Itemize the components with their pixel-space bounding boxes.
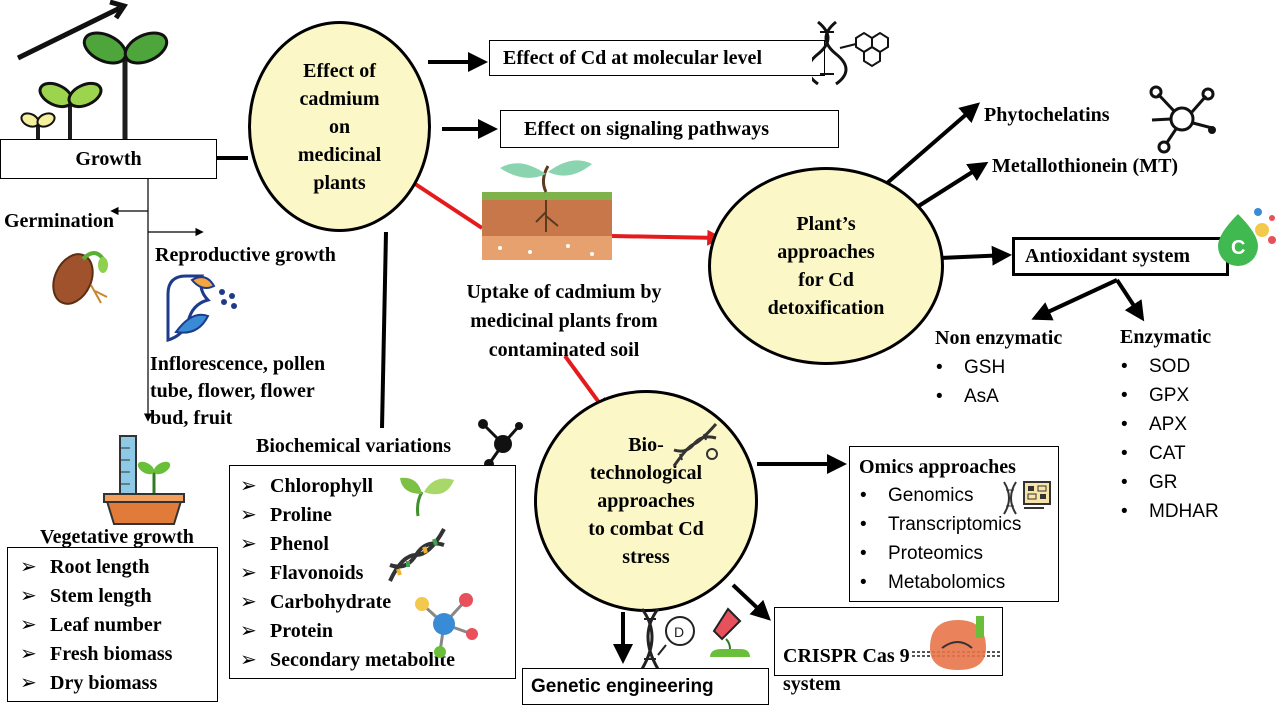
vegetative-item: Leaf number (20, 611, 217, 640)
non-enzymatic-list: GSH AsA (936, 353, 1005, 411)
growing-plants-icon (16, 0, 169, 140)
biochemical-item: Proline (240, 501, 515, 530)
biochemical-item: Chlorophyll (240, 472, 515, 501)
uptake-text: Uptake of cadmium by medicinal plants fr… (466, 281, 662, 361)
enzymatic-item: GR (1121, 468, 1219, 497)
omics-item: Metabolomics (860, 568, 1058, 597)
molecular-label: Effect of Cd at molecular level (503, 47, 762, 69)
biotech-ellipse-text: Bio- technological approaches to combat … (588, 434, 704, 568)
molecule-icon (415, 593, 478, 658)
non-enzymatic-title: Non enzymatic (935, 327, 1063, 349)
antioxidant-box: Antioxidant system (1012, 237, 1229, 276)
effect-ellipse-text: Effect of cadmium on medicinal plants (297, 59, 382, 194)
metallothionein-label: Metallothionein (MT) (992, 155, 1179, 177)
biochemical-item: Carbohydrate (240, 588, 515, 617)
crispr-icon (912, 616, 1000, 670)
vegetative-box: Root length Stem length Leaf number Fres… (7, 547, 218, 702)
signaling-box: Effect on signaling pathways (500, 110, 839, 148)
phytochelatins-label: Phytochelatins (984, 104, 1110, 126)
red-arrow-to-detox (611, 229, 724, 246)
svg-text:D: D (674, 624, 684, 640)
seed-germination-icon (52, 251, 108, 305)
vegetative-item: Root length (20, 553, 217, 582)
growth-title: Growth (75, 148, 142, 170)
biochemical-title: Biochemical variations (256, 435, 451, 457)
biochemical-item: Phenol (240, 530, 515, 559)
crispr-label: CRISPR Cas 9 system (783, 645, 910, 695)
omics-box: Omics approaches Genomics Transcriptomic… (849, 446, 1059, 602)
ruler-plant-icon (103, 435, 185, 525)
non-enzymatic-item: AsA (936, 382, 1005, 411)
arrow-to-antioxidant (939, 245, 1012, 266)
signaling-label: Effect on signaling pathways (524, 118, 770, 140)
genetic-box: Genetic engineering (522, 668, 769, 705)
arrow-to-non-enzymatic (1031, 278, 1118, 321)
biochemical-item: Flavonoids (240, 559, 515, 588)
biotech-ellipse: Bio- technological approaches to combat … (534, 390, 758, 612)
enzymatic-title: Enzymatic (1120, 326, 1212, 348)
flower-icon (166, 274, 237, 342)
omics-item: Proteomics (860, 539, 1058, 568)
biochemical-item: Secondary metabolite (240, 646, 515, 675)
growth-box: Growth (0, 139, 217, 179)
vegetative-item: Fresh biomass (20, 640, 217, 669)
detox-ellipse: Plant’s approaches for Cd detoxification (708, 167, 944, 365)
genetic-label: Genetic engineering (531, 676, 714, 697)
leaf-icon (400, 477, 454, 517)
soil-sprout-icon (482, 160, 612, 260)
biochemical-box: Chlorophyll Proline Phenol Flavonoids Ca… (229, 465, 516, 679)
molecule-icon (1149, 85, 1216, 154)
enzymatic-item: MDHAR (1121, 497, 1219, 526)
arrow-to-enzymatic (1115, 278, 1145, 322)
enzymatic-item: SOD (1121, 352, 1219, 381)
vegetative-label: Vegetative growth (40, 526, 194, 548)
enzymatic-item: CAT (1121, 439, 1219, 468)
germination-label: Germination (4, 210, 114, 232)
enzymatic-item: GPX (1121, 381, 1219, 410)
antioxidant-label: Antioxidant system (1025, 245, 1191, 267)
biochemical-item: Protein (240, 617, 515, 646)
svg-text:C: C (1231, 237, 1245, 259)
enzymatic-item: APX (1121, 410, 1219, 439)
arrow-to-crispr (731, 583, 771, 621)
vegetative-item: Dry biomass (20, 669, 217, 698)
reproductive-label: Reproductive growth (155, 244, 336, 266)
omics-title: Omics approaches (859, 456, 1016, 478)
vegetative-item: Stem length (20, 582, 217, 611)
dna-helix-icon (388, 528, 446, 582)
arrow-to-phytochelatins (884, 102, 981, 186)
effect-ellipse: Effect of cadmium on medicinal plants (248, 21, 431, 232)
dna-hexagon-icon (812, 20, 889, 86)
molecular-box: Effect of Cd at molecular level (489, 40, 825, 76)
genomics-icon (1003, 481, 1051, 515)
enzymatic-list: SOD GPX APX CAT GR MDHAR (1121, 352, 1219, 526)
reproductive-items: Inflorescence, pollen tube, flower, flow… (150, 353, 326, 429)
vitamin-c-icon: C (1218, 208, 1276, 266)
dna-helix-icon (672, 423, 718, 467)
line-to-biochemical (380, 231, 388, 429)
detox-ellipse-text: Plant’s approaches for Cd detoxification (767, 213, 885, 319)
omics-item: Transcriptomics (860, 510, 1058, 539)
non-enzymatic-item: GSH (936, 353, 1005, 382)
omics-item: Genomics (860, 481, 1058, 510)
molecule-icon (478, 419, 523, 469)
genetic-engineering-icon: D (640, 607, 750, 670)
